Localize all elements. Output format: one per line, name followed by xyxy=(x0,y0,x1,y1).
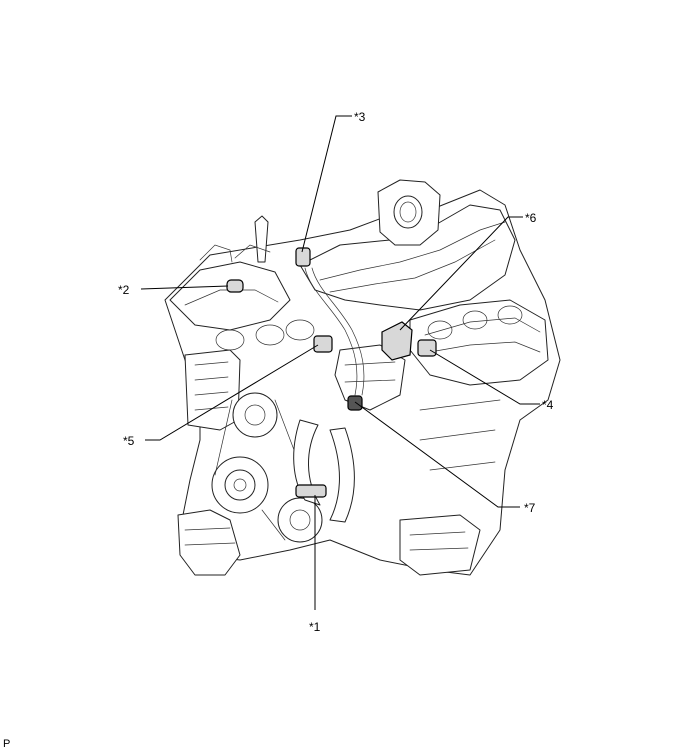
page-code: P xyxy=(3,738,11,750)
leader-lines xyxy=(140,115,540,610)
part-6-connector-body xyxy=(381,321,413,361)
part-2-camshaft-sensor-bank2 xyxy=(226,279,244,293)
callout-label-3: *3 xyxy=(354,110,366,124)
part-7-sensor-center xyxy=(347,395,363,411)
callout-label-6: *6 xyxy=(525,211,537,225)
sensor-parts xyxy=(226,247,437,498)
part-3-camshaft-sensor-bank1 xyxy=(295,247,311,267)
callout-labels: *1 *2 *3 *4 *5 *6 *7 xyxy=(118,110,554,634)
callout-label-2: *2 xyxy=(118,283,130,297)
callout-label-1: *1 xyxy=(309,620,321,634)
part-4-sensor-right xyxy=(417,339,437,357)
leader-line-3 xyxy=(301,115,352,253)
callout-label-7: *7 xyxy=(524,501,536,515)
callout-label-4: *4 xyxy=(542,398,554,412)
part-5-sensor-left xyxy=(313,335,333,353)
leader-line-7 xyxy=(354,401,520,508)
leader-line-5 xyxy=(145,344,319,441)
part-1-crankshaft-sensor xyxy=(295,484,327,498)
leader-line-4 xyxy=(429,349,540,405)
leader-line-2 xyxy=(140,285,229,290)
callout-label-5: *5 xyxy=(123,434,135,448)
engine-illustration xyxy=(164,179,561,576)
leader-line-6 xyxy=(399,216,523,331)
